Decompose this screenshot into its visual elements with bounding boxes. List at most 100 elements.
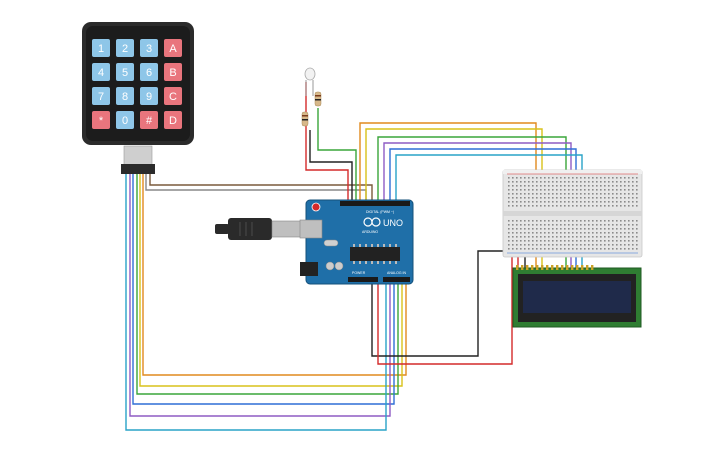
wire-keypad-yellow[interactable] bbox=[139, 172, 403, 387]
keypad-key-1[interactable] bbox=[92, 39, 110, 57]
digital-header[interactable] bbox=[340, 201, 410, 206]
breadboard-hole bbox=[564, 201, 566, 203]
breadboard-hole bbox=[600, 240, 602, 242]
keypad-key-9[interactable] bbox=[140, 87, 158, 105]
power-jack bbox=[300, 262, 318, 276]
keypad-key-5[interactable] bbox=[116, 63, 134, 81]
breadboard-hole bbox=[536, 244, 538, 246]
wire-led-green[interactable] bbox=[317, 108, 357, 203]
breadboard-hole bbox=[548, 181, 550, 183]
keypad-key-7[interactable] bbox=[92, 87, 110, 105]
wire-keypad-purple[interactable] bbox=[129, 172, 391, 417]
breadboard-hole bbox=[620, 232, 622, 234]
wire-keypad-blue[interactable] bbox=[132, 172, 395, 405]
digital-header-label: DIGITAL (PWM ~) bbox=[366, 210, 394, 214]
keypad-key-label: D bbox=[169, 115, 177, 127]
reset-button[interactable] bbox=[311, 202, 321, 212]
breadboard-hole bbox=[532, 201, 534, 203]
usb-cable bbox=[215, 218, 307, 240]
wire-led-black[interactable] bbox=[309, 130, 353, 203]
breadboard-hole bbox=[576, 220, 578, 222]
breadboard-hole bbox=[556, 220, 558, 222]
power-header[interactable] bbox=[348, 277, 378, 282]
breadboard-hole bbox=[524, 244, 526, 246]
breadboard-hole bbox=[636, 236, 638, 238]
analog-header[interactable] bbox=[383, 277, 410, 282]
breadboard-hole bbox=[628, 248, 630, 250]
keypad-key-C[interactable] bbox=[164, 87, 182, 105]
breadboard-hole bbox=[576, 181, 578, 183]
breadboard-hole bbox=[620, 244, 622, 246]
breadboard-hole bbox=[524, 205, 526, 207]
keypad-key-label: B bbox=[169, 67, 176, 79]
wire-keypad-orange[interactable] bbox=[142, 172, 407, 376]
breadboard-hole bbox=[544, 240, 546, 242]
capacitor-icon bbox=[325, 261, 335, 271]
breadboard-hole bbox=[544, 220, 546, 222]
breadboard-hole bbox=[536, 220, 538, 222]
breadboard-hole bbox=[604, 228, 606, 230]
breadboard-hole bbox=[552, 197, 554, 199]
breadboard-hole bbox=[628, 201, 630, 203]
breadboard-hole bbox=[556, 244, 558, 246]
breadboard-hole bbox=[572, 201, 574, 203]
breadboard-hole bbox=[552, 220, 554, 222]
wire-keypad-brown[interactable] bbox=[149, 172, 373, 203]
breadboard-hole bbox=[612, 201, 614, 203]
breadboard-hole bbox=[508, 205, 510, 207]
breadboard-hole bbox=[536, 189, 538, 191]
breadboard-hole bbox=[636, 244, 638, 246]
breadboard-hole bbox=[576, 205, 578, 207]
keypad-key-label: A bbox=[169, 43, 177, 55]
breadboard-hole bbox=[588, 232, 590, 234]
breadboard-hole bbox=[600, 220, 602, 222]
keypad-key-B[interactable] bbox=[164, 63, 182, 81]
keypad-key-label: 5 bbox=[122, 67, 128, 79]
breadboard-hole bbox=[616, 244, 618, 246]
keypad-key-4[interactable] bbox=[92, 63, 110, 81]
breadboard-hole bbox=[532, 244, 534, 246]
breadboard-hole bbox=[512, 177, 514, 179]
breadboard-hole bbox=[580, 181, 582, 183]
keypad-key-2[interactable] bbox=[116, 39, 134, 57]
breadboard-hole bbox=[628, 197, 630, 199]
breadboard-hole bbox=[548, 177, 550, 179]
keypad-key-8[interactable] bbox=[116, 87, 134, 105]
keypad-key-#[interactable] bbox=[140, 111, 158, 129]
breadboard-hole bbox=[604, 193, 606, 195]
analog-header-label: ANALOG IN bbox=[387, 271, 407, 275]
breadboard-hole bbox=[616, 248, 618, 250]
breadboard-hole bbox=[552, 240, 554, 242]
breadboard-hole bbox=[608, 193, 610, 195]
breadboard-hole bbox=[512, 240, 514, 242]
breadboard-hole bbox=[616, 177, 618, 179]
keypad-key-label: 9 bbox=[146, 91, 152, 103]
breadboard-hole bbox=[516, 244, 518, 246]
breadboard-hole bbox=[552, 177, 554, 179]
breadboard-hole bbox=[516, 220, 518, 222]
breadboard-hole bbox=[636, 181, 638, 183]
keypad-key-3[interactable] bbox=[140, 39, 158, 57]
wire-keypad-grey[interactable] bbox=[145, 172, 367, 203]
keypad-key-label: 0 bbox=[122, 115, 128, 127]
arduino-logo-text: ARDUINO bbox=[362, 230, 378, 234]
breadboard-hole bbox=[580, 224, 582, 226]
keypad-key-D[interactable] bbox=[164, 111, 182, 129]
wire-keypad-green[interactable] bbox=[136, 172, 399, 395]
lcd-pin bbox=[531, 265, 534, 270]
breadboard-hole bbox=[584, 240, 586, 242]
keypad-key-0[interactable] bbox=[116, 111, 134, 129]
keypad-key-A[interactable] bbox=[164, 39, 182, 57]
breadboard-hole bbox=[604, 201, 606, 203]
keypad-key-label: 3 bbox=[146, 43, 152, 55]
breadboard-hole bbox=[540, 185, 542, 187]
breadboard-hole bbox=[540, 205, 542, 207]
led-icon[interactable] bbox=[304, 67, 316, 81]
wire-gnd-black[interactable] bbox=[371, 250, 520, 357]
keypad-key-6[interactable] bbox=[140, 63, 158, 81]
breadboard-hole bbox=[612, 177, 614, 179]
breadboard-hole bbox=[544, 197, 546, 199]
breadboard-hole bbox=[608, 220, 610, 222]
keypad-key-*[interactable] bbox=[92, 111, 110, 129]
breadboard-hole bbox=[520, 189, 522, 191]
